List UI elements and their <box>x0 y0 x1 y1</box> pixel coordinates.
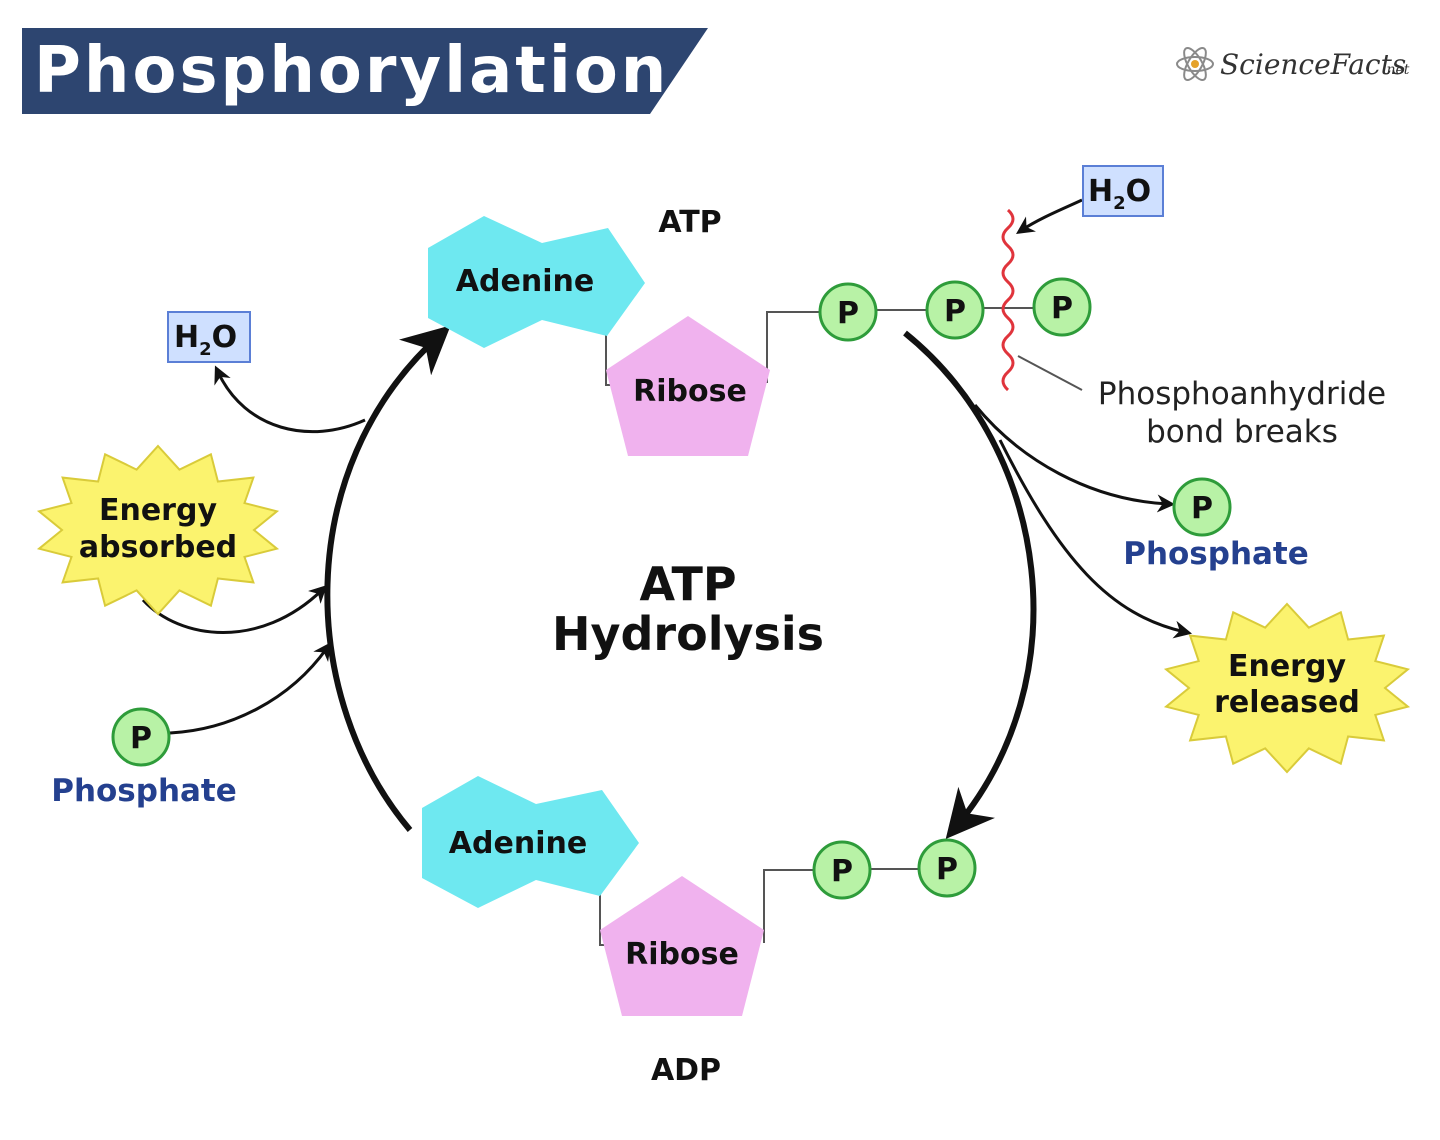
energy-released-line1: Energy <box>1228 649 1346 684</box>
atp-adenine-shape <box>428 216 645 348</box>
cycle-arrow-left <box>324 325 451 832</box>
atp-label: ATP <box>658 205 721 240</box>
adp-phosphate-2 <box>917 838 977 898</box>
page-title: Phosphorylation <box>34 34 669 108</box>
energy-absorbed-shape <box>36 444 280 616</box>
center-label-line2: Hydrolysis <box>552 607 824 661</box>
adp-phosphate-link <box>763 869 815 943</box>
phosphate-released-label: Phosphate <box>1123 536 1309 572</box>
water-box-right: H2O <box>1082 165 1164 217</box>
bond-break-line2: bond breaks <box>1146 414 1338 450</box>
atom-icon <box>1176 47 1214 81</box>
energy-absorbed-line2: absorbed <box>79 530 237 565</box>
title-banner: Phosphorylation <box>22 28 708 114</box>
adp-molecule: Adenine Ribose ADP P P <box>422 776 977 1088</box>
bond-break-leader <box>1017 355 1083 391</box>
energy-out-arrow <box>998 439 1193 639</box>
atp-molecule: Adenine Ribose ATP P P P <box>428 205 1092 456</box>
svg-text:P: P <box>831 854 853 889</box>
atp-phosphate-link <box>766 311 820 383</box>
svg-text:P: P <box>1051 291 1073 326</box>
svg-text:P: P <box>837 296 859 331</box>
atp-phosphate-2 <box>925 280 985 340</box>
center-label-line1: ATP <box>639 557 736 611</box>
atp-phosphate-3 <box>1032 277 1092 337</box>
adp-ribose-label: Ribose <box>625 937 739 972</box>
logo-suffix: .net <box>1382 62 1410 78</box>
water-box-left: H2O <box>167 311 251 363</box>
adp-label: ADP <box>651 1053 721 1088</box>
energy-released-line2: released <box>1214 685 1360 720</box>
phosphate-out-arrow <box>973 404 1176 513</box>
energy-released-shape <box>1163 602 1411 774</box>
svg-text:H2O: H2O <box>174 320 237 360</box>
adp-phosphate-1 <box>812 840 872 900</box>
phosphate-added-label: Phosphate <box>51 773 237 809</box>
energy-absorbed-burst: Energy absorbed <box>36 444 280 616</box>
title-banner-bg <box>22 28 708 114</box>
atp-ribose-shape <box>606 316 770 456</box>
phosphate-in-arrow <box>169 642 332 735</box>
cycle-arrow-right <box>903 330 1037 840</box>
energy-absorbed-line1: Energy <box>99 493 217 528</box>
bond-break-squiggle <box>1001 208 1015 392</box>
svg-text:P: P <box>130 721 152 756</box>
phosphate-added: P Phosphate <box>51 707 237 809</box>
sciencefacts-logo: ScienceFacts .net <box>1176 47 1410 81</box>
bond-break-line1: Phosphoanhydride <box>1098 376 1386 412</box>
svg-text:H2O: H2O <box>1088 174 1151 214</box>
svg-text:P: P <box>944 294 966 329</box>
logo-text: ScienceFacts <box>1220 48 1406 81</box>
energy-released-burst: Energy released <box>1163 602 1411 774</box>
adp-ribose-shape <box>600 876 764 1016</box>
water-out-arrow <box>214 365 366 434</box>
adp-adenine-shape <box>422 776 639 908</box>
svg-text:P: P <box>936 852 958 887</box>
atp-phosphate-1 <box>818 282 878 342</box>
atp-adenine-label: Adenine <box>456 264 594 299</box>
adp-adenine-label: Adenine <box>449 826 587 861</box>
atp-ribose-label: Ribose <box>633 374 747 409</box>
water-in-arrow <box>1016 198 1083 234</box>
phosphate-released: P Phosphate <box>1123 477 1309 572</box>
svg-text:P: P <box>1191 491 1213 526</box>
